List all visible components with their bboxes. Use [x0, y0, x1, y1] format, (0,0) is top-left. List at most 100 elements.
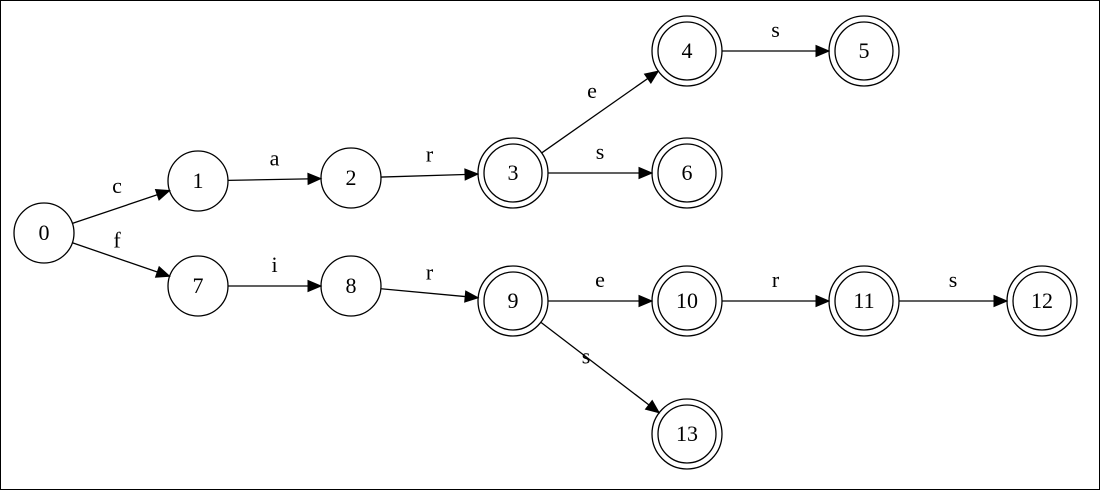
state-circle	[828, 265, 900, 337]
state-label: 2	[346, 165, 357, 190]
state-13: 13	[651, 398, 723, 470]
transition-label: c	[112, 173, 122, 198]
state-11: 11	[828, 265, 900, 337]
transition-label: s	[582, 344, 591, 369]
accepting-ring	[657, 21, 717, 81]
transition-label: e	[595, 267, 605, 292]
state-circle	[477, 265, 549, 337]
state-1: 1	[167, 150, 229, 212]
transition-line	[540, 321, 650, 406]
transition-3-6: s	[548, 139, 654, 180]
state-4: 4	[651, 15, 723, 87]
state-7: 7	[167, 255, 229, 317]
state-circle	[651, 15, 723, 87]
state-5: 5	[828, 15, 900, 87]
state-label: 4	[682, 38, 693, 63]
transition-line	[380, 288, 466, 298]
state-circle	[167, 150, 229, 212]
arrowhead-icon	[307, 172, 323, 186]
transition-line	[380, 173, 466, 178]
transition-label: e	[587, 78, 597, 103]
state-label: 13	[676, 421, 698, 446]
transition-line	[227, 178, 309, 182]
state-2: 2	[320, 147, 382, 209]
state-label: 9	[508, 288, 519, 313]
transition-label: i	[271, 252, 277, 277]
state-label: 1	[193, 168, 204, 193]
arrowhead-icon	[815, 294, 831, 308]
state-label: 3	[508, 160, 519, 185]
state-label: 11	[853, 288, 874, 313]
transition-label: r	[772, 267, 780, 292]
arrowhead-icon	[464, 168, 480, 181]
transitions-layer: c f a r e s s i r e s r s	[72, 17, 1009, 414]
state-0: 0	[13, 202, 75, 264]
transition-9-10: e	[548, 267, 654, 308]
transition-label: s	[596, 139, 605, 164]
accepting-ring	[483, 143, 543, 203]
transition-label: a	[270, 146, 280, 171]
state-label: 6	[682, 160, 693, 185]
arrowhead-icon	[643, 70, 660, 84]
state-circle	[651, 137, 723, 209]
transition-label: s	[771, 17, 780, 42]
state-circle	[651, 265, 723, 337]
transition-11-12: s	[899, 267, 1009, 308]
arrowhead-icon	[644, 399, 661, 414]
transition-label: f	[113, 228, 121, 253]
arrowhead-icon	[638, 166, 654, 180]
arrowhead-icon	[638, 294, 654, 308]
state-circle	[477, 137, 549, 209]
transition-label: r	[426, 142, 434, 167]
arrowhead-icon	[815, 44, 831, 58]
transition-label: r	[426, 259, 434, 284]
state-label: 5	[859, 38, 870, 63]
state-label: 7	[193, 273, 204, 298]
accepting-ring	[657, 143, 717, 203]
state-circle	[1006, 265, 1078, 337]
transition-9-13: s	[540, 321, 661, 414]
transition-1-2: a	[227, 146, 323, 186]
transition-2-3: r	[380, 142, 480, 181]
accepting-ring	[657, 271, 717, 331]
state-circle	[13, 202, 75, 264]
state-label: 8	[346, 273, 357, 298]
accepting-ring	[657, 404, 717, 464]
transition-label: s	[949, 267, 958, 292]
state-circle	[320, 147, 382, 209]
arrowhead-icon	[154, 188, 171, 201]
state-8: 8	[320, 255, 382, 317]
transition-4-5: s	[722, 17, 831, 58]
arrowhead-icon	[154, 265, 171, 278]
accepting-ring	[834, 21, 894, 81]
state-circle	[651, 398, 723, 470]
state-label: 12	[1031, 288, 1053, 313]
transition-0-1: c	[72, 173, 171, 225]
accepting-ring	[834, 271, 894, 331]
transition-10-11: r	[722, 267, 831, 308]
arrowhead-icon	[993, 294, 1009, 308]
transition-line	[72, 194, 158, 225]
accepting-ring	[483, 271, 543, 331]
state-circle	[320, 255, 382, 317]
transition-line	[72, 242, 158, 273]
state-6: 6	[651, 137, 723, 209]
state-12: 12	[1006, 265, 1078, 337]
state-3: 3	[477, 137, 549, 209]
arrowhead-icon	[464, 290, 480, 303]
state-label: 0	[39, 220, 50, 245]
accepting-ring	[1012, 271, 1072, 331]
arrowhead-icon	[307, 279, 323, 293]
state-10: 10	[651, 265, 723, 337]
state-circle	[828, 15, 900, 87]
transition-7-8: i	[228, 252, 323, 293]
transition-0-7: f	[72, 228, 171, 278]
state-9: 9	[477, 265, 549, 337]
transition-3-4: e	[541, 70, 660, 154]
transition-8-9: r	[380, 259, 480, 303]
state-label: 10	[676, 288, 698, 313]
state-circle	[167, 255, 229, 317]
